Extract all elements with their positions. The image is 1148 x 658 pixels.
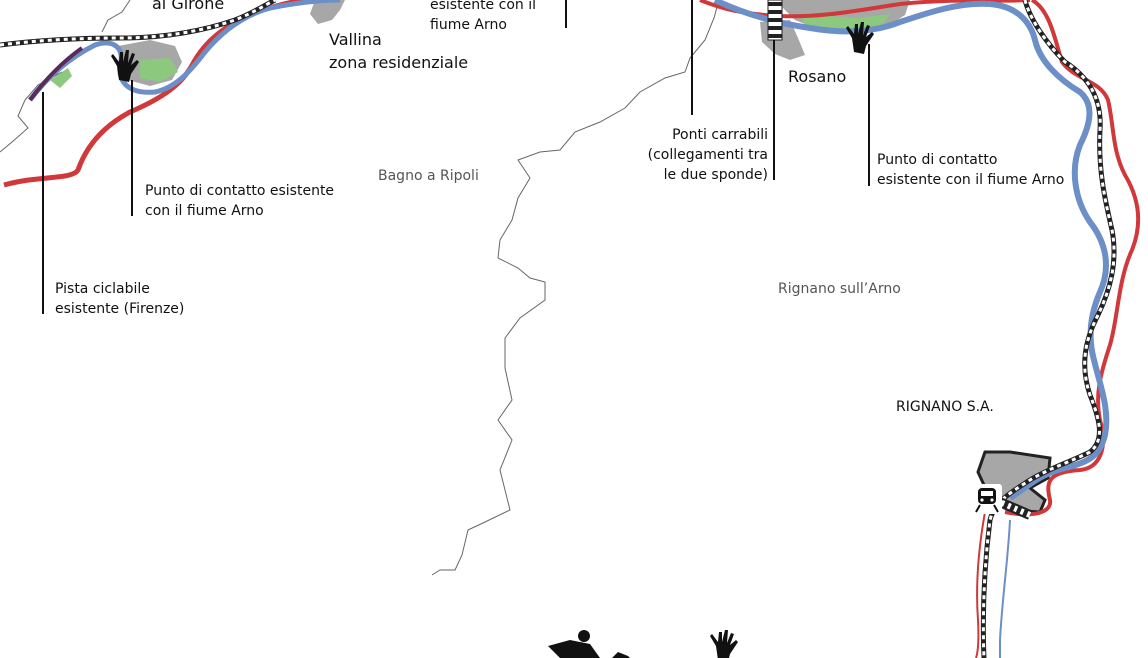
municipal-boundary	[431, 0, 720, 576]
settlement-vallina	[310, 0, 345, 24]
label-al-girone: al Girone	[152, 0, 224, 13]
label-ponti-1: Ponti carrabili	[672, 127, 768, 143]
road-south-thin	[975, 511, 986, 658]
hand-icon	[111, 50, 139, 82]
label-pista-1: Pista ciclabile	[55, 281, 150, 297]
hand-icon	[846, 22, 874, 54]
label-rignano-sull-arno: Rignano sull’Arno	[778, 281, 901, 297]
bike-lane-left	[28, 46, 84, 102]
bridge-rosano	[767, 0, 783, 41]
boundary-left	[0, 71, 63, 153]
road-right	[1004, 0, 1141, 517]
boundary-top	[101, 0, 131, 33]
label-contact-right-1: Punto di contatto	[877, 152, 997, 168]
label-rosano: Rosano	[788, 67, 846, 86]
label-contact-left-1: Punto di contatto esistente	[145, 183, 334, 199]
label-contact-left-2: con il fiume Arno	[145, 203, 264, 219]
river-arno-left	[28, 0, 341, 102]
label-ponti-3: le due sponde)	[664, 167, 768, 183]
train-station-icon	[972, 484, 1002, 514]
label-rignano-sa: RIGNANO S.A.	[896, 399, 994, 415]
label-top-contact-2: fiume Arno	[430, 17, 507, 33]
people-silhouette-icon	[548, 630, 630, 658]
label-top-contact-1: esistente con il	[430, 0, 536, 13]
river-south-thin	[999, 519, 1011, 658]
label-vallina: Vallina	[329, 30, 382, 49]
river-arno-right	[713, 0, 1110, 501]
label-pista-2: esistente (Firenze)	[55, 301, 184, 317]
label-contact-right-2: esistente con il fiume Arno	[877, 172, 1064, 188]
cycle-path-right	[980, 0, 1117, 658]
label-ponti-2: (collegamenti tra	[648, 147, 768, 163]
green-area-left	[50, 68, 72, 88]
hand-icon	[710, 630, 738, 658]
cycle-path-left-dots	[0, 0, 276, 47]
green-area-girone	[140, 58, 178, 82]
label-bagno-a-ripoli: Bagno a Ripoli	[378, 168, 479, 184]
label-vallina-sub: zona residenziale	[329, 53, 468, 72]
